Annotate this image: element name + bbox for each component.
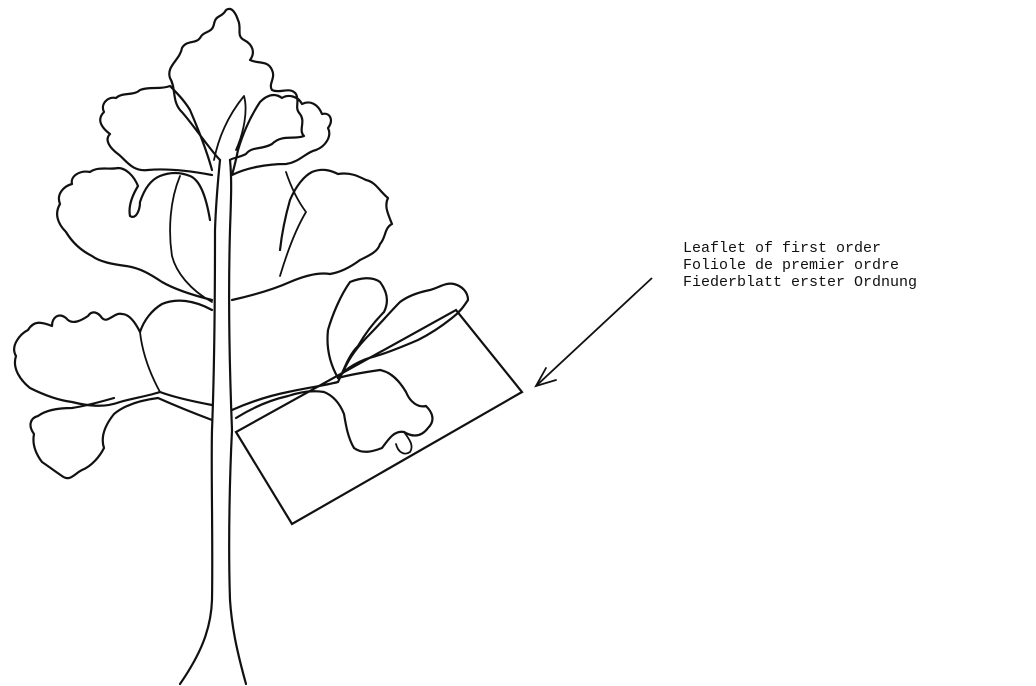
mid-right-leaflet	[232, 170, 392, 300]
leaf-stem	[180, 430, 246, 684]
terminal-leaflet	[169, 9, 304, 160]
lower-left-leaflet-cleft	[140, 332, 160, 392]
mid-left-leaflet	[57, 168, 212, 300]
leaflet-highlight-box	[236, 310, 522, 524]
callout-arrow	[536, 278, 652, 386]
bottom-left-leaflet	[31, 398, 212, 478]
terminal-leaflet-cleft	[214, 96, 246, 160]
mid-left-leaflet-vein	[170, 176, 212, 302]
rachis	[212, 160, 232, 430]
caption-line-en: Leaflet of first order	[683, 240, 917, 257]
lower-left-leaflet	[14, 301, 212, 406]
caption-line-fr: Foliole de premier ordre	[683, 257, 917, 274]
upper-right-leaflet	[232, 95, 331, 175]
caption-line-de: Fiederblatt erster Ordnung	[683, 274, 917, 291]
